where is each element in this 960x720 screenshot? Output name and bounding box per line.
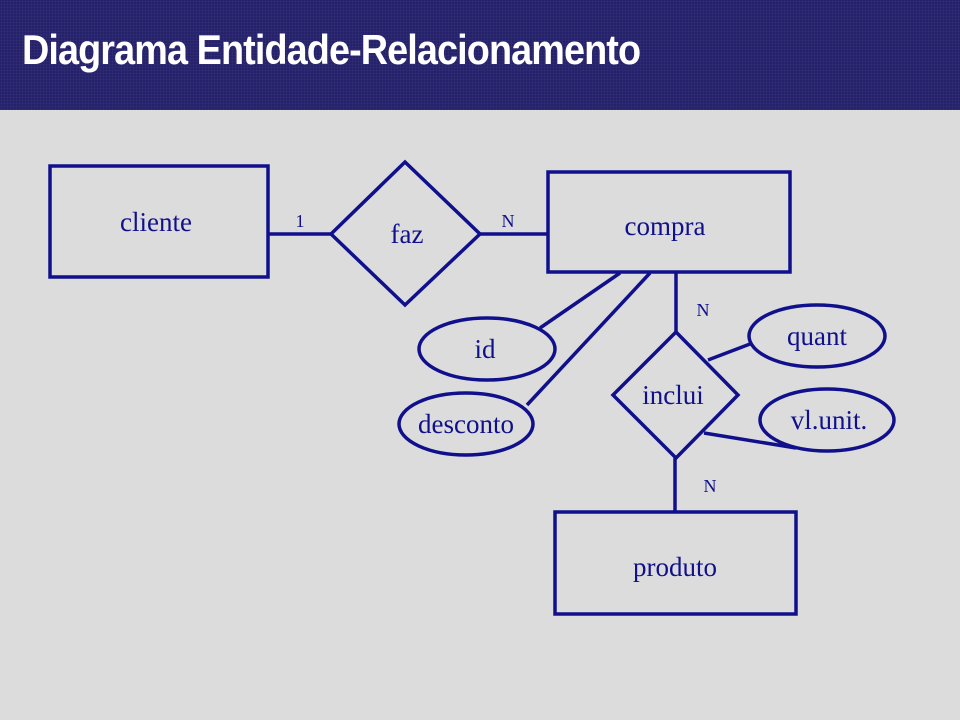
attribute-label: vl.unit. xyxy=(791,405,868,435)
attribute-quant[interactable]: quant xyxy=(747,303,887,369)
relationship-label: faz xyxy=(391,219,424,249)
connector-inclui-vlunit xyxy=(703,431,797,450)
relationship-faz[interactable]: faz xyxy=(328,159,483,308)
entity-label: produto xyxy=(633,552,717,582)
attribute-label: quant xyxy=(787,321,847,351)
title-bar: Diagrama Entidade-Relacionamento xyxy=(0,0,960,110)
connector-inclui-quant xyxy=(707,342,751,362)
relationship-label: inclui xyxy=(642,380,704,410)
connector-compra-id xyxy=(539,271,621,330)
cardinality-label: 1 xyxy=(296,211,305,231)
attribute-label: desconto xyxy=(418,409,514,439)
entity-cliente[interactable]: cliente xyxy=(48,164,270,279)
attribute-vl-unit[interactable]: vl.unit. xyxy=(758,387,896,453)
attribute-id[interactable]: id xyxy=(417,316,557,382)
entity-compra[interactable]: compra xyxy=(546,170,792,274)
page-title: Diagrama Entidade-Relacionamento xyxy=(22,26,641,73)
connector-compra-desconto xyxy=(525,271,652,407)
cardinality-label: N xyxy=(704,476,717,496)
cardinality-label: N xyxy=(697,300,710,320)
entity-label: cliente xyxy=(120,207,192,237)
attribute-label: id xyxy=(474,334,496,364)
cardinality-label: N xyxy=(502,211,515,231)
relationship-inclui[interactable]: inclui xyxy=(610,329,741,461)
entity-label: compra xyxy=(625,211,706,241)
attribute-desconto[interactable]: desconto xyxy=(397,391,535,457)
entity-produto[interactable]: produto xyxy=(553,510,798,616)
